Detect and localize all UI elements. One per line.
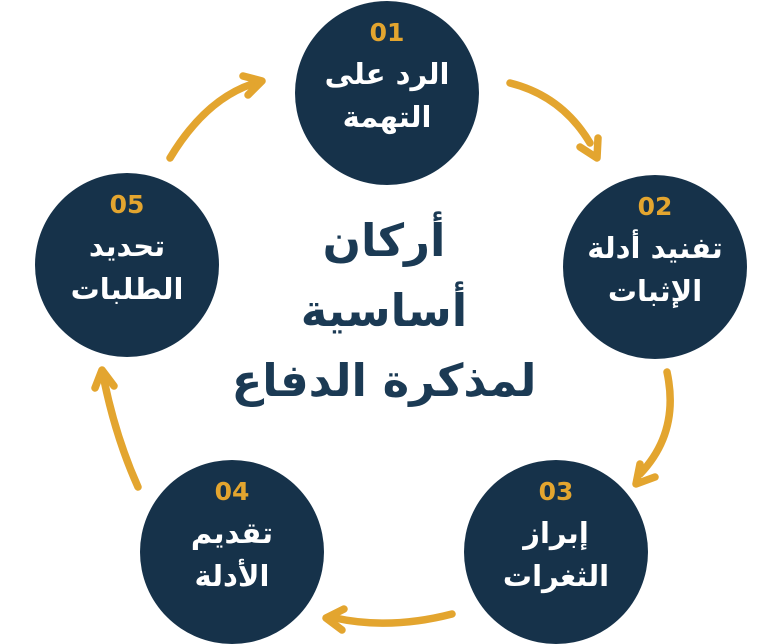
- diagram-title-line-1: أركان: [322, 214, 446, 267]
- step-number: 02: [637, 192, 673, 221]
- step-label-line: الطلبات: [70, 272, 184, 306]
- diagram-title-line-2: أساسية: [300, 283, 468, 337]
- step-circle-05: 05 تحديد الطلبات: [35, 173, 219, 357]
- step-label-line: إبراز: [523, 515, 589, 550]
- step-label-line: الثغرات: [502, 559, 610, 593]
- step-label-line: تحديد: [88, 228, 166, 263]
- arrow-05-to-01-icon: [166, 72, 266, 162]
- step-label-line: الأدلة: [194, 559, 270, 593]
- step-circle-04: 04 تقديم الأدلة: [140, 460, 324, 644]
- step-number: 03: [538, 477, 574, 506]
- step-number: 05: [109, 190, 145, 219]
- arrow-03-to-04-icon: [322, 605, 456, 634]
- step-number: 01: [369, 18, 405, 47]
- step-label-line: تفنيد أدلة: [587, 230, 723, 265]
- arrow-01-to-02-icon: [506, 79, 602, 162]
- diagram-title-line-3: لمذكرة الدفاع: [231, 353, 537, 407]
- step-label-line: تقديم: [190, 515, 274, 550]
- step-label-line: الإثبات: [607, 274, 703, 308]
- step-label-line: التهمة: [342, 100, 432, 134]
- arrow-04-to-05-icon: [91, 366, 142, 491]
- step-label-line: الرد على: [324, 56, 450, 91]
- step-circle-02: 02 تفنيد أدلة الإثبات: [563, 175, 747, 359]
- diagram-title: أركان أساسية لمذكرة الدفاع: [224, 206, 544, 415]
- step-number: 04: [214, 477, 250, 506]
- arrow-02-to-03-icon: [632, 368, 674, 488]
- step-circle-03: 03 إبراز الثغرات: [464, 460, 648, 644]
- step-circle-01: 01 الرد على التهمة: [295, 1, 479, 185]
